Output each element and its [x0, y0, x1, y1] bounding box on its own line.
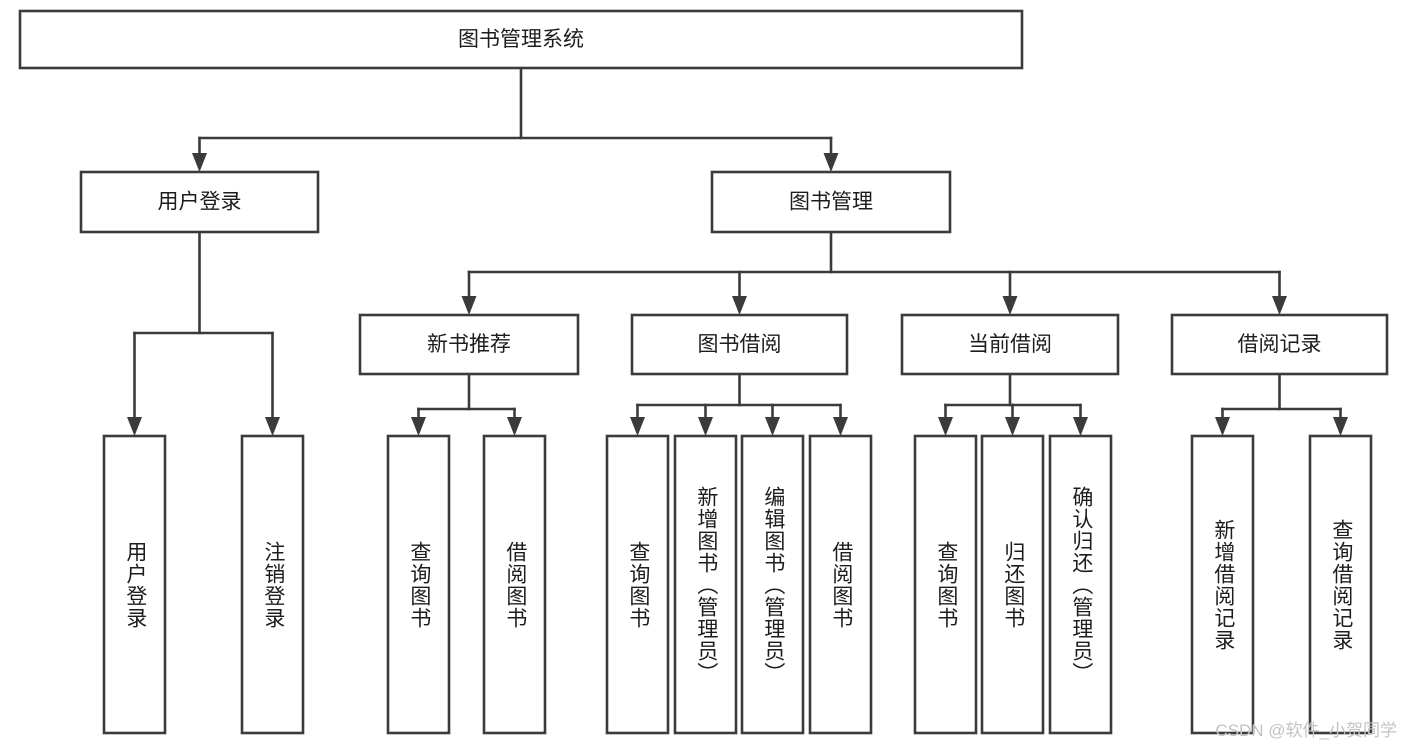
node-box-leaf-logout[interactable] [240, 434, 305, 735]
arrow-head-icon [1215, 417, 1230, 436]
node-box-leaf-borrow-book-1[interactable] [482, 434, 547, 735]
arrow-head-icon [265, 417, 280, 436]
arrow-head-icon [411, 417, 426, 436]
arrow-head-icon [732, 296, 747, 315]
node-box-new-book-rec[interactable] [358, 313, 580, 376]
arrow-head-icon [833, 417, 848, 436]
node-box-leaf-return-book[interactable] [980, 434, 1045, 735]
node-box-root[interactable] [18, 9, 1024, 70]
node-box-book-borrow[interactable] [630, 313, 849, 376]
arrow-head-icon [630, 417, 645, 436]
arrow-head-icon [1272, 296, 1287, 315]
node-box-leaf-user-login[interactable] [102, 434, 167, 735]
node-box-leaf-confirm-return[interactable] [1048, 434, 1113, 735]
node-label-book-borrow: 图书借阅 [698, 333, 782, 356]
arrow-head-icon [698, 417, 713, 436]
node-box-leaf-edit-book[interactable] [740, 434, 805, 735]
node-label-book-manage: 图书管理 [789, 191, 873, 214]
node-box-borrow-record[interactable] [1170, 313, 1389, 376]
csdn-watermark: CSDN @软件_小贺同学 [1215, 721, 1397, 740]
node-label-user-login: 用户登录 [158, 191, 242, 214]
arrow-head-icon [1002, 296, 1018, 315]
arrow-head-icon [192, 153, 207, 172]
arrow-head-icon [1005, 417, 1020, 436]
node-box-leaf-query-book-2[interactable] [605, 434, 670, 735]
node-label-root: 图书管理系统 [458, 28, 584, 51]
arrow-head-icon [127, 417, 142, 436]
node-box-layer [18, 9, 1389, 735]
arrow-head-icon [765, 417, 780, 436]
node-box-user-login[interactable] [79, 170, 320, 234]
node-box-leaf-query-book-1[interactable] [386, 434, 451, 735]
node-label-borrow-record: 借阅记录 [1238, 333, 1322, 356]
node-box-leaf-add-record[interactable] [1190, 434, 1255, 735]
arrow-head-icon [823, 153, 839, 172]
node-box-book-manage[interactable] [710, 170, 952, 234]
node-box-current-borrow[interactable] [900, 313, 1120, 376]
arrow-head-icon [1333, 417, 1348, 436]
node-label-current-borrow: 当前借阅 [968, 333, 1052, 356]
node-box-leaf-add-book[interactable] [673, 434, 738, 735]
arrow-head-icon [938, 417, 953, 436]
connector-layer [127, 66, 1348, 436]
node-box-leaf-query-record[interactable] [1308, 434, 1373, 735]
arrow-head-icon [461, 296, 477, 315]
node-box-leaf-borrow-book-2[interactable] [808, 434, 873, 735]
arrow-head-icon [1073, 417, 1088, 436]
node-box-leaf-query-book-3[interactable] [913, 434, 978, 735]
arrow-head-icon [507, 417, 522, 436]
node-label-new-book-rec: 新书推荐 [427, 333, 511, 356]
